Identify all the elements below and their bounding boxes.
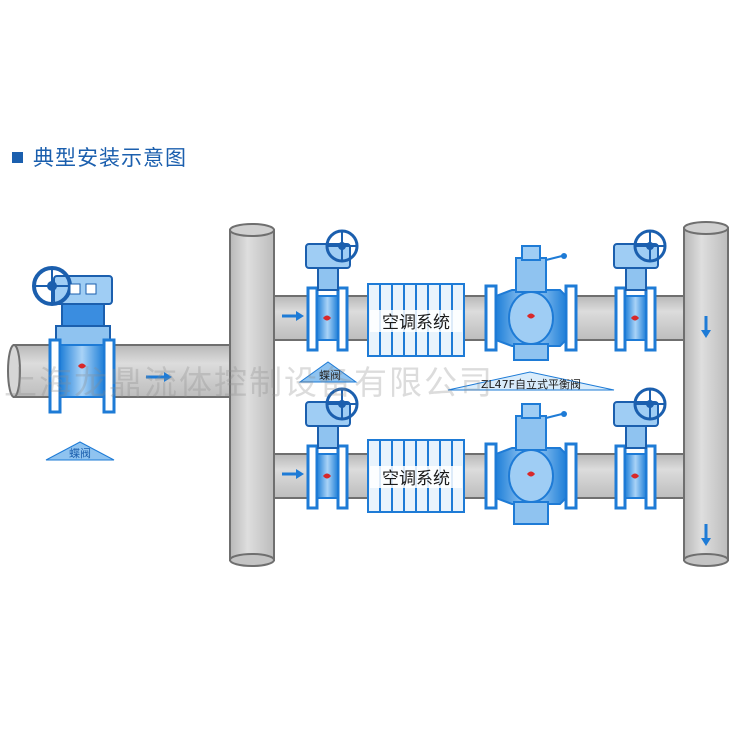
lower-outlet-butterfly-valve xyxy=(613,387,667,510)
flow-arrow-right-icon xyxy=(146,372,172,382)
handwheel-icon xyxy=(633,387,667,421)
ac-system-bottom-label: 空调系统 xyxy=(382,469,450,489)
handwheel-icon xyxy=(325,229,359,263)
handwheel-icon xyxy=(32,266,72,306)
upper-ac-system-coil: 空调系统 xyxy=(367,283,465,357)
butterfly-valve-main-text: 蝶阀 xyxy=(69,446,91,460)
diagram-title: 典型安装示意图 xyxy=(12,142,187,172)
butterfly-valve-upper-label: 蝶阀 xyxy=(298,361,358,383)
balance-valve-text: ZL47F自立式平衡阀 xyxy=(481,377,581,391)
title-text: 典型安装示意图 xyxy=(33,146,187,170)
lower-balance-valve xyxy=(484,403,578,525)
upper-inlet-butterfly-valve xyxy=(305,229,359,352)
lower-ac-system-coil: 空调系统 xyxy=(367,439,465,513)
flow-arrow-down-icon xyxy=(701,316,711,338)
handwheel-icon xyxy=(633,229,667,263)
return-header-pipe xyxy=(683,221,729,567)
flow-arrow-right-icon xyxy=(282,311,304,321)
title-bullet-icon xyxy=(12,151,23,163)
butterfly-valve-main-label: 蝶阀 xyxy=(45,441,115,461)
main-butterfly-valve xyxy=(32,266,116,414)
upper-balance-valve xyxy=(484,245,578,361)
handwheel-icon xyxy=(325,387,359,421)
balance-valve-label: ZL47F自立式平衡阀 xyxy=(447,371,615,391)
flow-arrow-down-icon xyxy=(701,524,711,546)
upper-outlet-butterfly-valve xyxy=(613,229,667,352)
flow-arrow-right-icon xyxy=(282,469,304,479)
supply-header-pipe xyxy=(229,223,275,567)
lower-inlet-butterfly-valve xyxy=(305,387,359,510)
butterfly-valve-upper-text: 蝶阀 xyxy=(319,368,341,382)
company-watermark: 上海龙鼎流体控制设备有限公司 xyxy=(4,363,494,402)
ac-system-top-label: 空调系统 xyxy=(382,313,450,333)
